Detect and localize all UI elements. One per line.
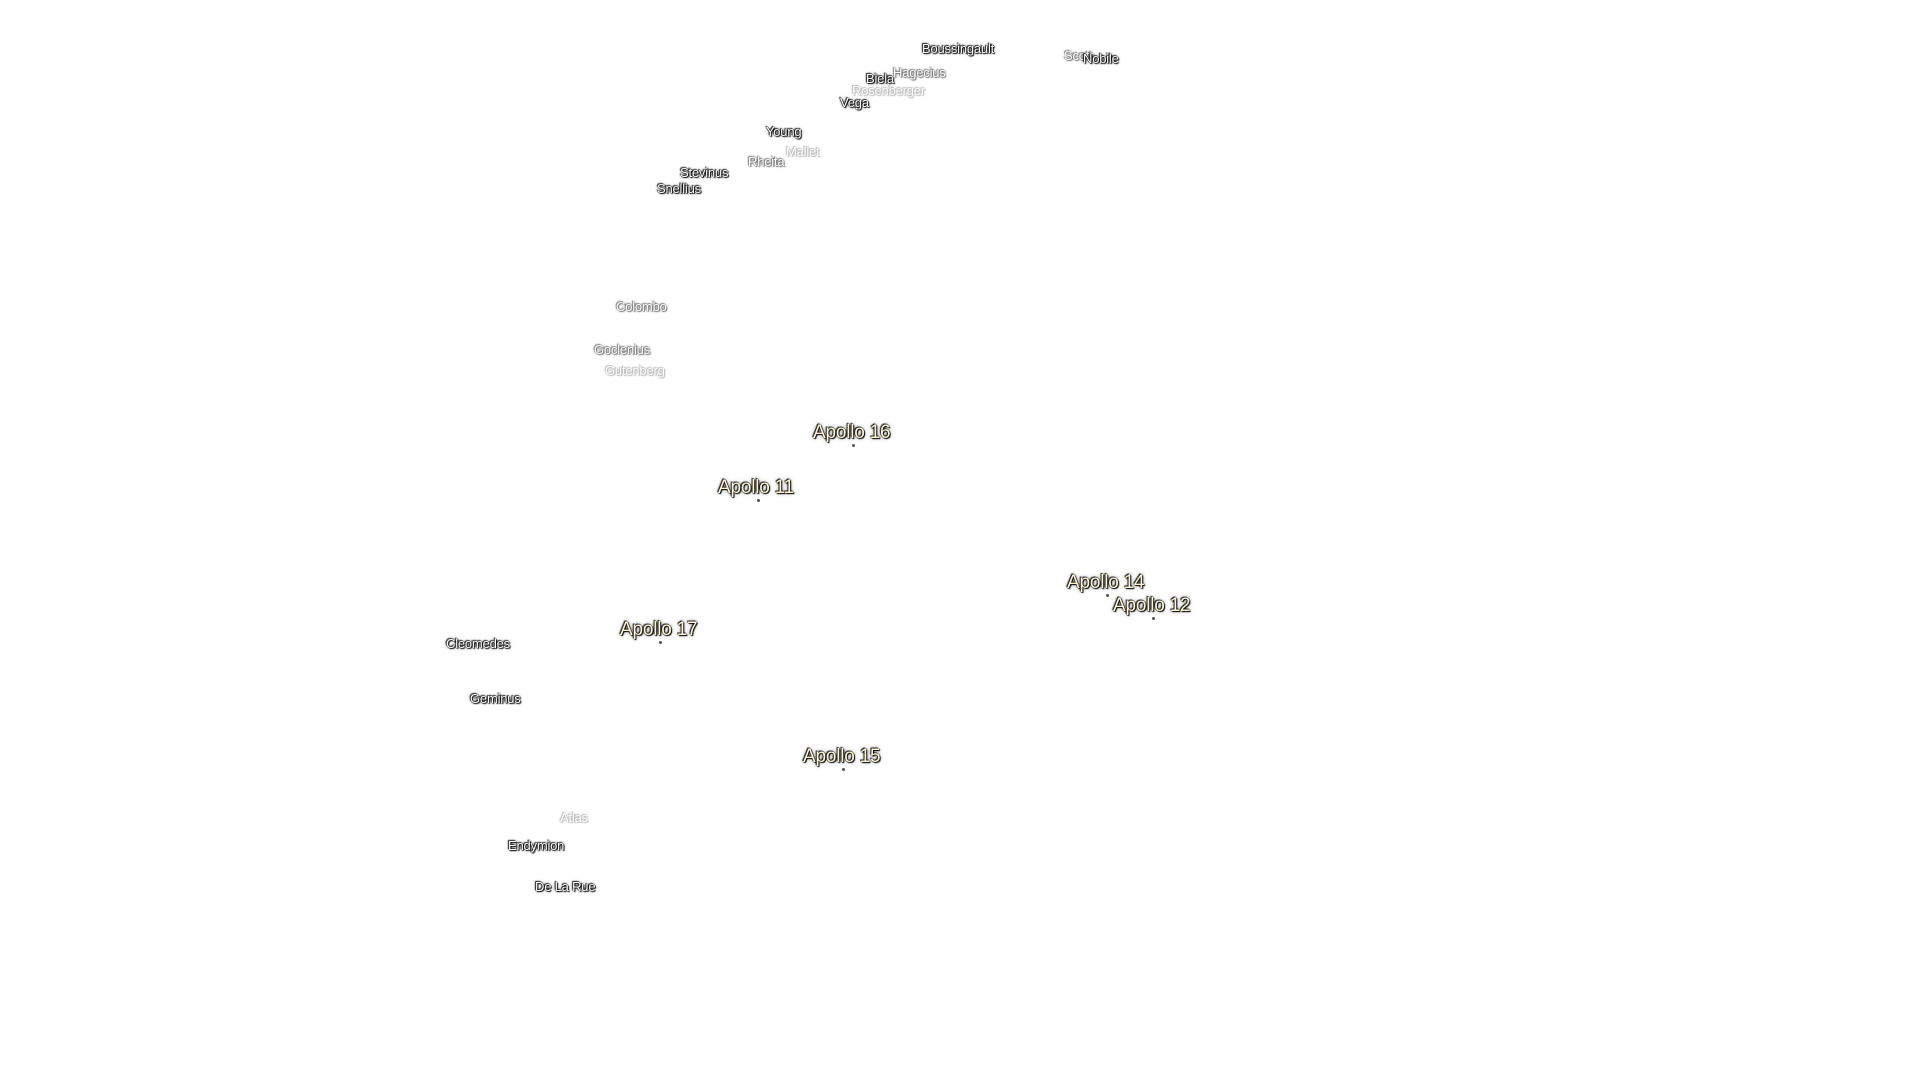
crater-label-colombo[interactable]: Colombo xyxy=(616,299,667,314)
apollo-label-15[interactable]: Apollo 15 xyxy=(803,746,881,767)
crater-label-mallet[interactable]: Mallet xyxy=(786,144,820,159)
crater-label-rheita[interactable]: Rheita xyxy=(748,154,785,169)
crater-label-scott[interactable]: Scott xyxy=(1064,48,1093,63)
crater-label-nobile[interactable]: Nobile xyxy=(1083,51,1119,66)
crater-label-young[interactable]: Young xyxy=(766,124,802,139)
crater-label-boussingault[interactable]: Boussingault xyxy=(922,41,995,56)
apollo-16-site-marker[interactable] xyxy=(852,444,855,447)
crater-label-endymion[interactable]: Endymion xyxy=(508,838,565,853)
crater-label-atlas[interactable]: Atlas xyxy=(560,810,588,825)
apollo-label-14[interactable]: Apollo 14 xyxy=(1067,572,1145,593)
crater-label-goclenius[interactable]: Goclenius xyxy=(594,342,651,357)
crater-label-geminus[interactable]: Geminus xyxy=(470,691,521,706)
apollo-label-17[interactable]: Apollo 17 xyxy=(620,619,698,640)
crater-label-gutenberg[interactable]: Gutenberg xyxy=(605,363,665,378)
apollo-14-site-marker[interactable] xyxy=(1106,594,1109,597)
apollo-15-site-marker[interactable] xyxy=(842,768,845,771)
crater-label-rosenberger[interactable]: Rosenberger xyxy=(852,83,925,98)
apollo-label-12[interactable]: Apollo 12 xyxy=(1113,595,1191,616)
crater-label-biela[interactable]: Biela xyxy=(866,71,894,86)
apollo-11-site-marker[interactable] xyxy=(757,499,760,502)
apollo-label-11[interactable]: Apollo 11 xyxy=(718,477,795,498)
crater-label-vega[interactable]: Vega xyxy=(840,95,869,110)
apollo-label-16[interactable]: Apollo 16 xyxy=(813,422,891,443)
crater-label-stevinus[interactable]: Stevinus xyxy=(680,165,729,180)
apollo-12-site-marker[interactable] xyxy=(1152,617,1155,620)
crater-label-cleomedes[interactable]: Cleomedes xyxy=(446,636,510,651)
crater-label-snellius[interactable]: Snellius xyxy=(657,181,701,196)
apollo-17-site-marker[interactable] xyxy=(659,641,662,644)
crater-label-de-la-rue[interactable]: De La Rue xyxy=(535,879,596,894)
crater-label-hagecius[interactable]: Hagecius xyxy=(893,65,946,80)
